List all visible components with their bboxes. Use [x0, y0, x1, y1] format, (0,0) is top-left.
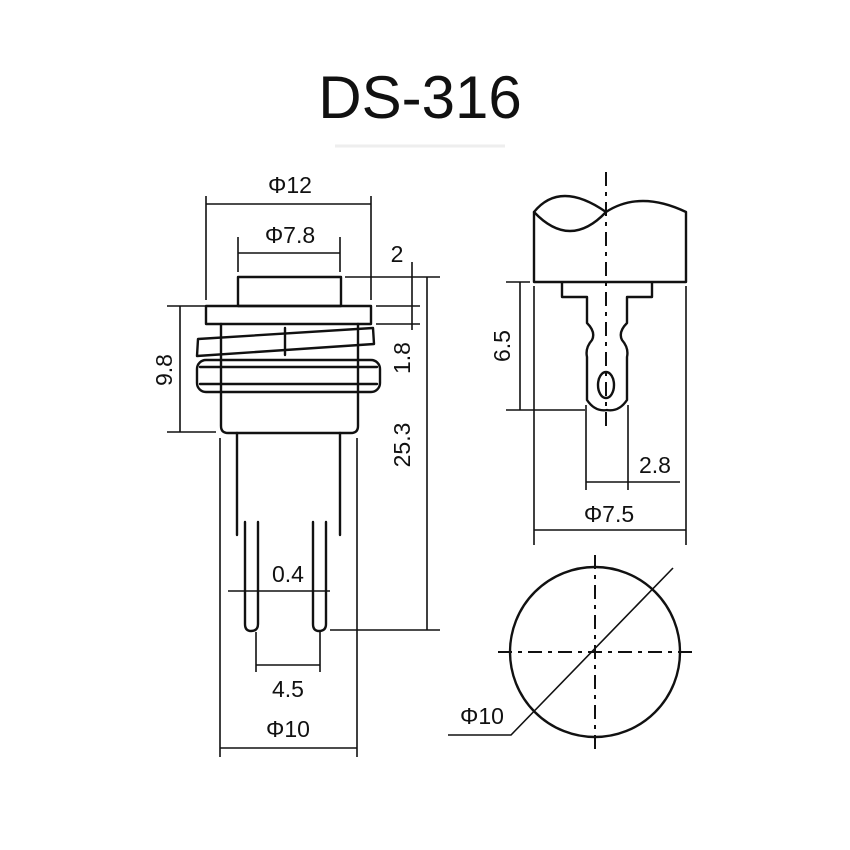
shaft — [532, 194, 688, 284]
terminal — [560, 281, 654, 412]
dim-0-4: 0.4 — [272, 561, 304, 587]
drawing-title: DS-316 — [318, 64, 521, 131]
front-view: Φ12 Φ7.8 9.8 2 1.8 25.3 0.4 4.5 Φ10 — [151, 172, 440, 757]
lower-body — [235, 431, 342, 537]
pin-right — [311, 520, 328, 633]
dim-phi7-8: Φ7.8 — [265, 222, 315, 248]
dim-9-8: 9.8 — [151, 354, 177, 386]
dim-2: 2 — [391, 241, 404, 267]
button-cap — [236, 275, 343, 308]
dim-1-8: 1.8 — [389, 342, 415, 374]
body — [219, 322, 360, 435]
dim-phi12: Φ12 — [268, 172, 312, 198]
dim-phi10-front: Φ10 — [266, 716, 310, 742]
terminal-hole — [596, 370, 616, 400]
side-view: 6.5 2.8 Φ7.5 — [489, 172, 688, 545]
pin-left — [243, 520, 260, 633]
dim-25-3: 25.3 — [389, 423, 415, 468]
bottom-view: Φ10 — [448, 555, 692, 752]
dim-phi7-5: Φ7.5 — [584, 501, 634, 527]
dim-2-8: 2.8 — [639, 452, 671, 478]
nut — [195, 358, 382, 394]
flange — [204, 304, 373, 326]
dim-6-5: 6.5 — [489, 330, 515, 362]
dim-phi10-circle: Φ10 — [460, 703, 504, 729]
dim-4-5: 4.5 — [272, 676, 304, 702]
thread — [195, 326, 376, 358]
